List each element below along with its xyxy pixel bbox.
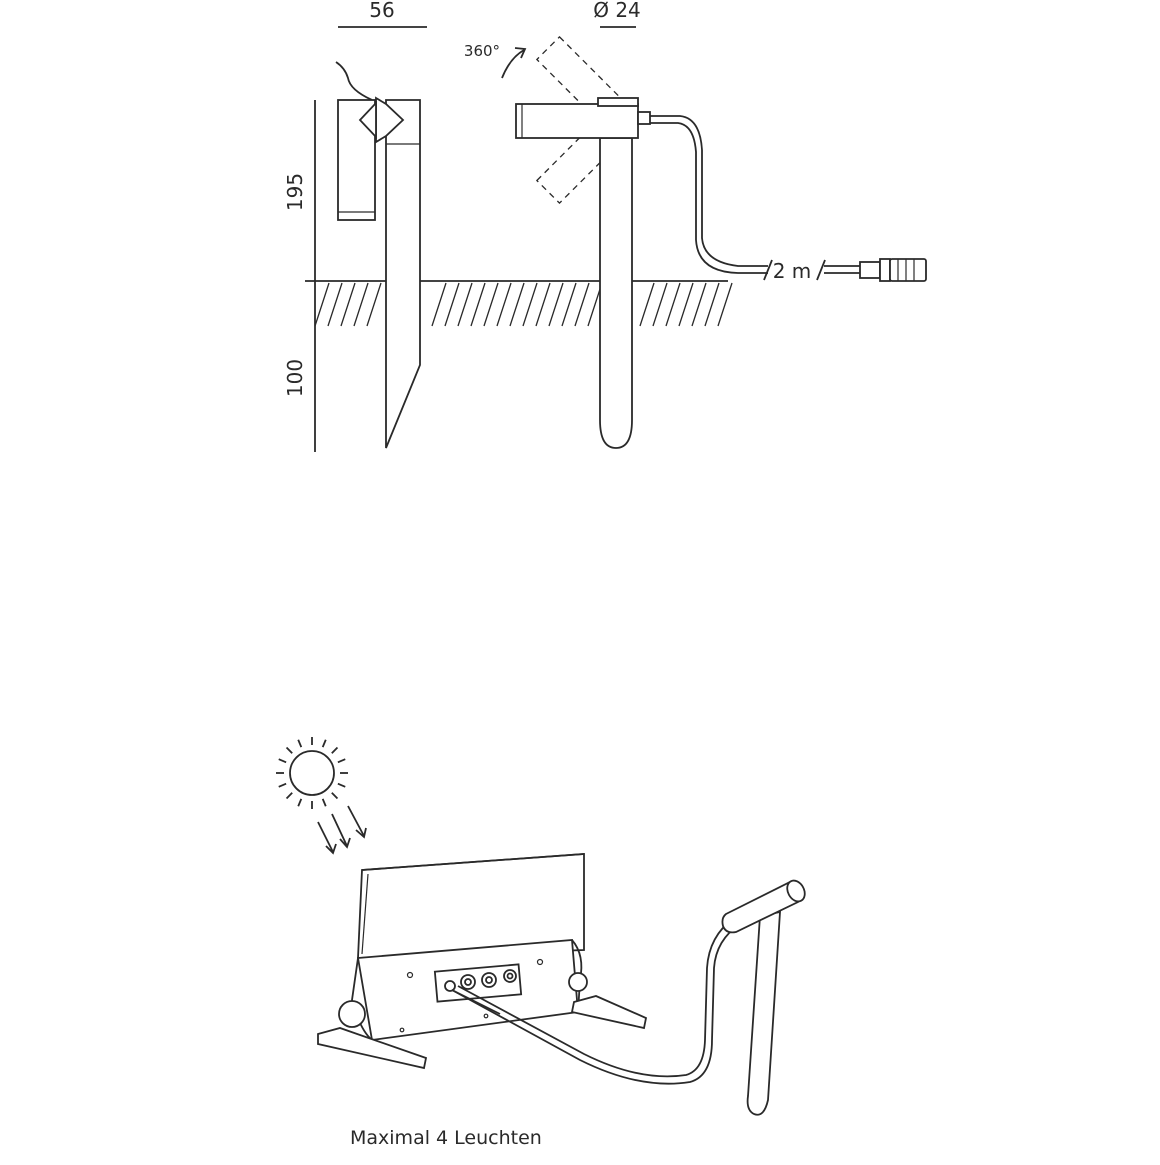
sun-ray: [285, 792, 293, 800]
hatch-line: [496, 282, 512, 327]
hatch-line: [691, 282, 707, 327]
sun-ray: [278, 758, 287, 764]
left-foot: [317, 1027, 428, 1070]
width-dimension: 56: [338, 0, 427, 28]
hatch-line: [366, 282, 382, 327]
rotation-ghost-up: [535, 35, 625, 125]
width-label: 56: [369, 0, 394, 22]
connector-sockets: [444, 969, 517, 992]
hatch-line: [457, 282, 473, 327]
hatch-line: [652, 282, 668, 327]
height-above-label: 195: [283, 173, 307, 211]
hatch-line: [665, 282, 681, 327]
diameter-dimension: Ø 24: [593, 0, 641, 28]
spike-lamp: [721, 879, 806, 1116]
connection-cable: [451, 917, 741, 1085]
diameter-label: Ø 24: [593, 0, 641, 22]
hatch-line: [704, 282, 720, 327]
height-below-label: 100: [283, 359, 307, 397]
hatch-line: [340, 282, 356, 327]
front-view-lamp: 2 m: [515, 35, 927, 449]
front-stake: [599, 137, 633, 449]
hatch-line: [483, 282, 499, 327]
plug-connector-icon: [859, 258, 927, 282]
hatch-line: [314, 282, 330, 327]
sun-ray: [285, 746, 293, 754]
sun-ray: [321, 739, 327, 748]
front-lamp-collar: [597, 97, 639, 107]
side-cable: [335, 61, 373, 101]
hatch-line: [561, 282, 577, 327]
hatch-line: [327, 282, 343, 327]
hatch-line: [522, 282, 538, 327]
lamp-stake: [746, 910, 781, 1116]
tilt-knob: [338, 1000, 366, 1028]
front-lamp-head: [515, 103, 639, 139]
front-cable-a: [650, 115, 768, 267]
hatch-line: [548, 282, 564, 327]
rotation-label: 360°: [464, 42, 500, 60]
sunlight-rays-icon: [317, 805, 367, 855]
sun-ray: [297, 739, 303, 748]
right-foot: [570, 995, 648, 1030]
hatch-line: [678, 282, 694, 327]
hatch-line: [535, 282, 551, 327]
hatch-line: [353, 282, 369, 327]
sun-ray: [331, 746, 339, 754]
rotation-arrowhead-icon: [514, 47, 527, 59]
hatch-line: [574, 282, 590, 327]
hatch-line: [470, 282, 486, 327]
hatch-line: [717, 282, 733, 327]
front-cable-b: [650, 122, 768, 274]
sun-ray: [331, 792, 339, 800]
hatch-line: [444, 282, 460, 327]
solar-panel: [317, 853, 648, 1070]
rotation-indicator: 360°: [464, 42, 527, 79]
sun-ray: [337, 782, 346, 788]
hatch-line: [639, 282, 655, 327]
caption-text: Maximal 4 Leuchten: [350, 1127, 542, 1149]
sun-ray: [337, 758, 346, 764]
side-stake: [385, 99, 421, 449]
sun-ray: [278, 782, 287, 788]
ground-section: [305, 280, 733, 327]
sun-icon: [276, 737, 348, 809]
hatch-line: [509, 282, 525, 327]
rotation-ghost-down: [535, 115, 625, 205]
rotation-arrow-icon: [501, 49, 525, 79]
height-dimension: 195 100: [283, 100, 316, 452]
cable-length-label: 2 m: [773, 259, 812, 283]
side-view-lamp: [335, 61, 421, 449]
sun-ray: [297, 798, 303, 807]
sun-ray: [321, 798, 327, 807]
hatch-line: [431, 282, 447, 327]
ground-hatching: [314, 282, 733, 327]
